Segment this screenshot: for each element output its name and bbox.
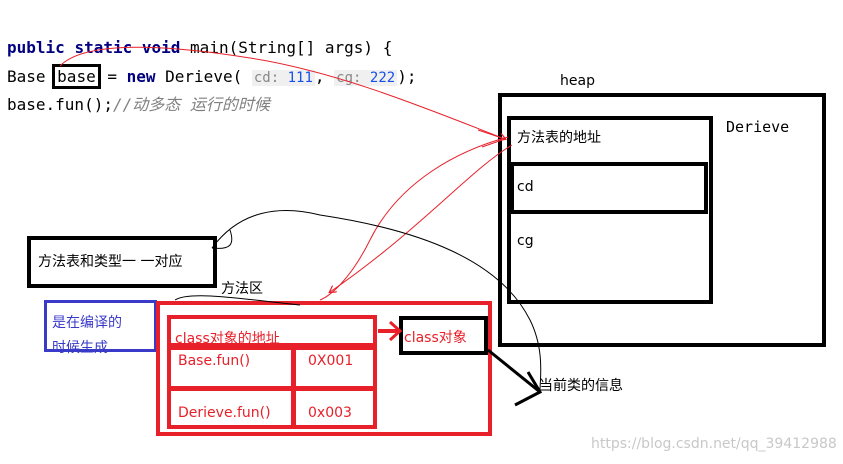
class-object-label: class对象: [404, 330, 467, 346]
param-hint-cd: cd: 111: [251, 70, 315, 86]
compile-time-note-line2: 时候生成: [52, 340, 108, 356]
heap-slot-cd: [510, 162, 708, 214]
method-area-label: 方法区: [221, 281, 263, 297]
call-base-fun: base.fun();: [7, 95, 113, 114]
param-hint-cg: cg: 222: [334, 70, 398, 86]
heap-slot-cd-label: cd: [517, 179, 534, 195]
heap-slot-cg-label: cg: [517, 233, 534, 249]
method-table-note: 方法表和类型一 一对应: [38, 254, 183, 270]
method-row-base-addr: 0X001: [308, 353, 354, 369]
keyword-public: public: [7, 38, 65, 57]
watermark: https://blog.csdn.net/qq_39412988: [591, 436, 837, 452]
code-line-3: base.fun();//动多态 运行的时候: [7, 95, 270, 115]
class-info-label: 当前类的信息: [539, 378, 623, 394]
var-base-highlight: base: [52, 64, 101, 89]
arrow-class-object-to-info: [487, 348, 541, 394]
method-row-derieve-addr: 0x003: [308, 405, 352, 421]
method-row-base-name: Base.fun(): [178, 353, 251, 369]
class-derieve: Derieve(: [155, 67, 243, 86]
class-address-label: class对象的地址: [175, 331, 280, 347]
compile-time-note-box: [44, 300, 157, 352]
assign-op: =: [97, 67, 127, 86]
keyword-new: new: [126, 67, 156, 86]
heap-label: heap: [560, 73, 595, 89]
compile-time-note-line1: 是在编译的: [52, 315, 122, 331]
comment-dynamic-polymorphism: //动多态 运行的时候: [112, 95, 270, 114]
keyword-static: static: [74, 38, 133, 57]
arrow-heap-slot-to-method-area: [319, 136, 509, 301]
code-line-1: public static void main(String[] args) {: [7, 38, 392, 58]
type-base: Base: [7, 67, 46, 86]
main-signature: main(String[] args) {: [180, 38, 393, 57]
arrowhead-class-info: [514, 371, 543, 407]
heap-object-label: Derieve: [726, 118, 790, 136]
arrow-method-table-to-method-area: [330, 144, 513, 292]
keyword-void: void: [141, 38, 181, 57]
heap-slot-method-table: 方法表的地址: [517, 130, 601, 146]
call-end: );: [397, 67, 417, 86]
arrow-base-to-heap: [59, 46, 505, 139]
method-row-derieve-name: Derieve.fun(): [178, 405, 271, 421]
code-line-2: Base base = new Derieve( cd: 111, cg: 22…: [7, 64, 417, 89]
